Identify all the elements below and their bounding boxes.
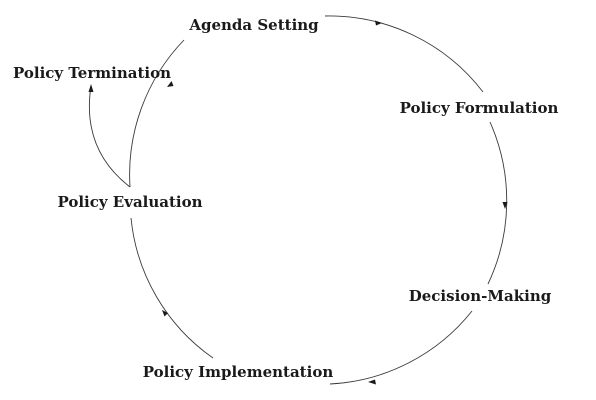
arrowhead-implementation-to-evaluation — [162, 310, 168, 317]
node-decision-making: Decision-Making — [409, 287, 552, 305]
node-policy-implementation: Policy Implementation — [143, 363, 334, 381]
edge-decision-to-implementation — [329, 310, 473, 385]
arrowhead-decision-to-implementation — [368, 379, 376, 385]
node-policy-formulation: Policy Formulation — [400, 99, 559, 117]
arrowhead-formulation-to-decision — [502, 202, 508, 209]
arrowhead-evaluation-to-agenda — [167, 81, 174, 87]
arrowhead-evaluation-to-termination — [88, 84, 94, 92]
edge-implementation-to-evaluation — [130, 217, 214, 359]
node-policy-termination: Policy Termination — [13, 64, 171, 82]
edge-evaluation-to-agenda — [129, 39, 185, 188]
edge-agenda-to-formulation — [324, 15, 484, 93]
node-agenda-setting: Agenda Setting — [188, 16, 319, 34]
node-policy-evaluation: Policy Evaluation — [57, 193, 202, 211]
arrowhead-agenda-to-formulation — [375, 20, 382, 26]
edge-evaluation-to-termination — [88, 85, 131, 188]
